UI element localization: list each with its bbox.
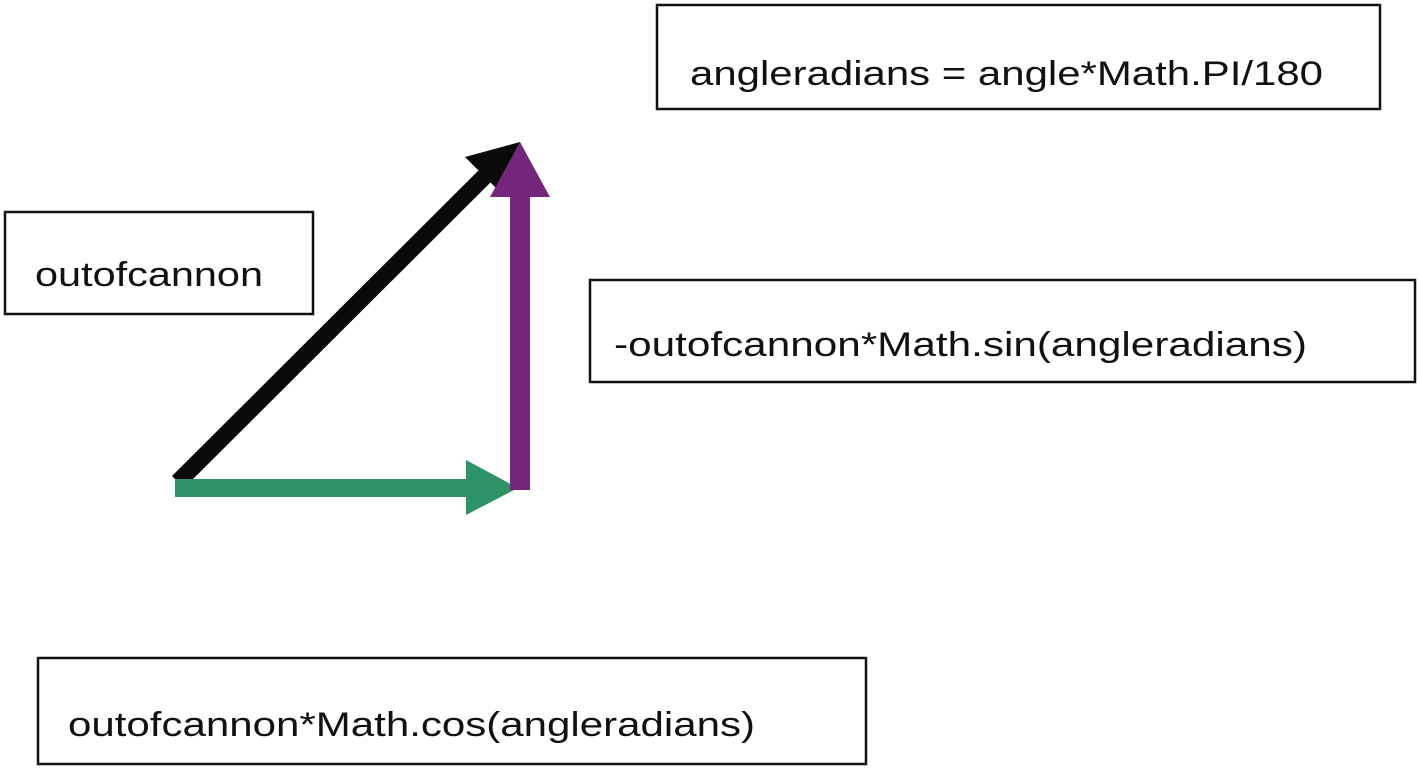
magnitude-box: outofcannon xyxy=(3,210,315,316)
horizontal-component-arrow xyxy=(175,460,518,515)
horizontal-component-box: outofcannon*Math.cos(angleradians) xyxy=(36,656,868,766)
angle-conversion-label: angleradians = angle*Math.PI/180 xyxy=(690,55,1323,93)
magnitude-label: outofcannon xyxy=(35,256,263,294)
angle-conversion-box: angleradians = angle*Math.PI/180 xyxy=(655,3,1382,111)
horizontal-component-label: outofcannon*Math.cos(angleradians) xyxy=(68,706,755,744)
vertical-component-arrow xyxy=(490,142,550,490)
vertical-component-box: -outofcannon*Math.sin(angleradians) xyxy=(588,278,1417,384)
vertical-component-label: -outofcannon*Math.sin(angleradians) xyxy=(614,326,1307,364)
